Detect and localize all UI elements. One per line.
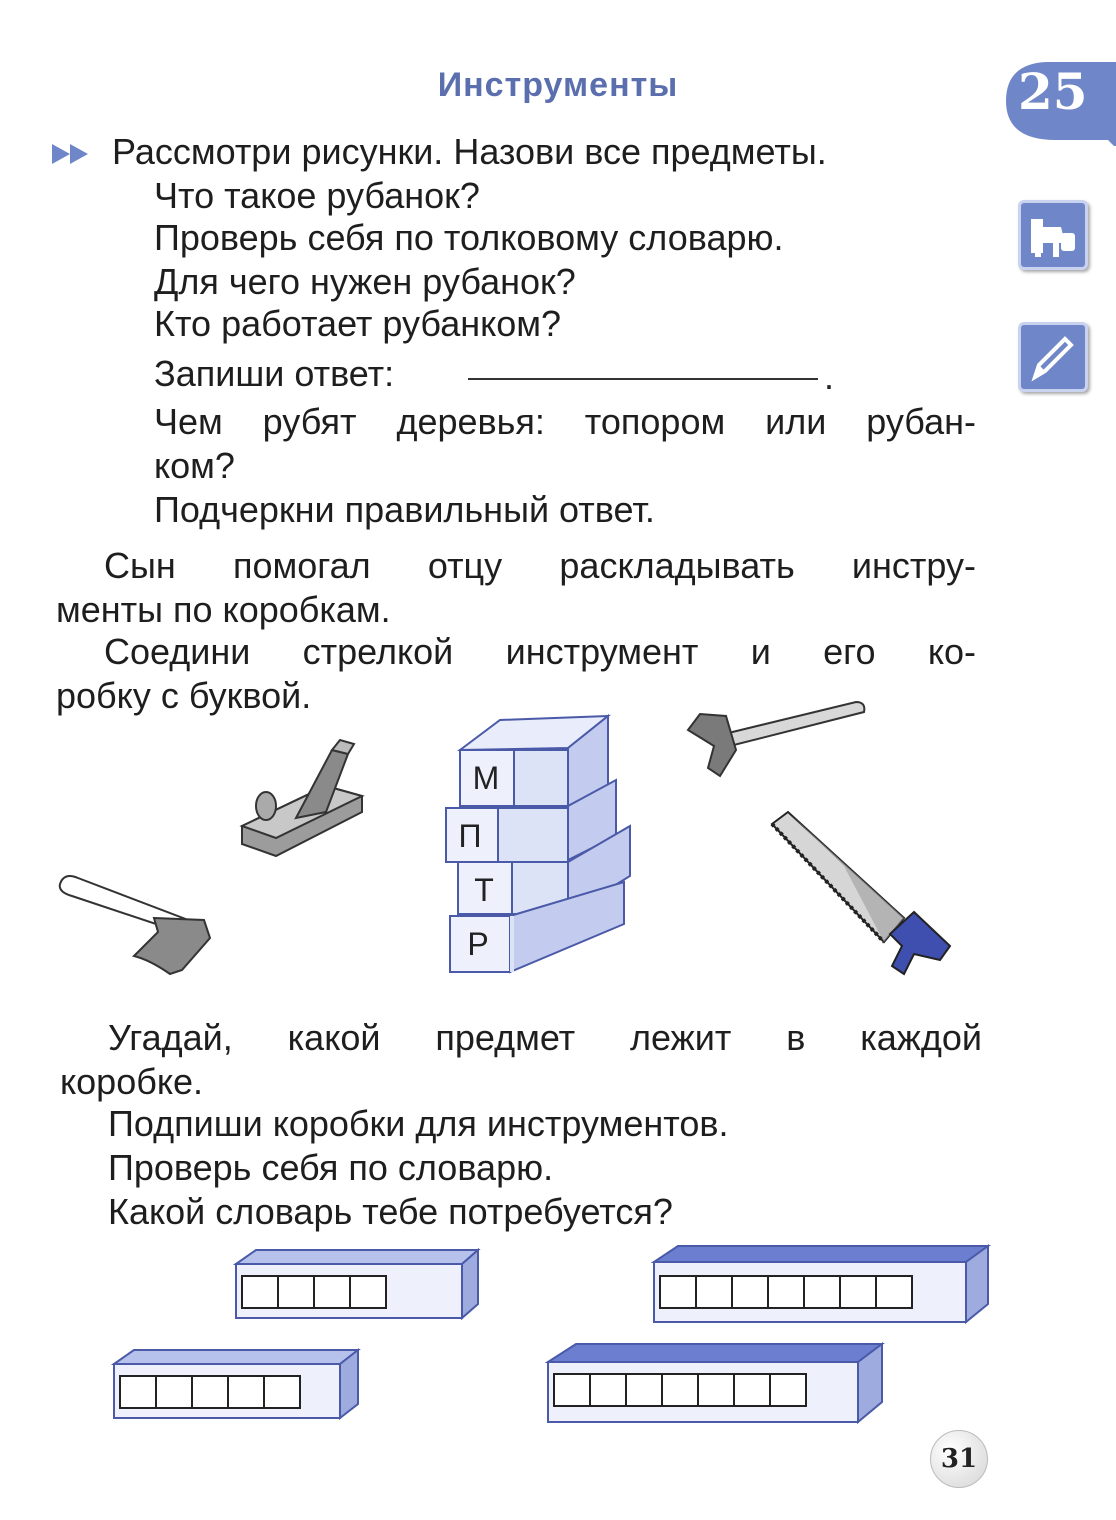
stack-letter-r: Р xyxy=(467,926,489,962)
box-stack xyxy=(445,713,631,974)
double-arrow-icon xyxy=(52,144,88,164)
task2-line-4: робку с буквой. xyxy=(56,675,312,716)
stack-box-m xyxy=(456,713,611,808)
stack-box-r xyxy=(449,880,625,974)
task1-line-5: Кто работает рубанком? xyxy=(154,303,562,344)
lesson-tab-shape xyxy=(1006,62,1116,148)
task1-line-1: Рассмотри рисунки. Назови все предметы. xyxy=(112,131,827,172)
task1-line-9: Подчеркни правильный ответ. xyxy=(154,489,655,530)
task1-line-4: Для чего нужен рубанок? xyxy=(154,261,576,302)
axe-icon xyxy=(58,875,212,976)
stack-box-t xyxy=(457,824,631,916)
stack-letter-t: Т xyxy=(474,872,494,908)
task2-line-3: Соедини стрелкой инструмент и его ко- xyxy=(104,631,976,672)
task1-line-2: Что такое рубанок? xyxy=(154,175,480,216)
letter-box-1 xyxy=(232,1247,481,1321)
task3-line-4: Проверь себя по словарю. xyxy=(108,1147,554,1188)
letter-box-4 xyxy=(544,1342,885,1425)
stack-letter-m: М xyxy=(472,760,500,796)
page-title: Инструменты xyxy=(437,66,679,104)
answer-line[interactable] xyxy=(468,378,818,380)
hammer-icon xyxy=(686,700,866,778)
lesson-number-badge: 25 xyxy=(996,56,1116,148)
pencil-icon xyxy=(1018,322,1088,392)
task3-line-3: Подпиши коробки для инструментов. xyxy=(108,1103,729,1144)
stack-box-p xyxy=(445,778,617,863)
letter-box-3 xyxy=(110,1347,361,1421)
task3-line-2: коробке. xyxy=(60,1061,204,1102)
task3-line-5: Какой словарь тебе потребуется? xyxy=(108,1191,673,1232)
stack-letter-p: П xyxy=(458,818,482,854)
task3-line-1: Угадай, какой предмет лежит в каждой xyxy=(108,1017,982,1058)
page-number: 31 xyxy=(930,1430,988,1488)
task2-line-2: менты по коробкам. xyxy=(56,589,391,630)
task1-line-7: Чем рубят деревья: топором или рубан- xyxy=(154,401,976,442)
task1-line-8: ком? xyxy=(154,445,235,486)
task1-line-6: Запиши ответ: xyxy=(154,353,395,394)
saw-icon xyxy=(770,810,952,976)
task1-line-3: Проверь себя по толковому словарю. xyxy=(154,217,784,258)
answer-period: . xyxy=(824,356,835,397)
lesson-number: 25 xyxy=(1018,62,1088,121)
task2-line-1: Сын помогал отцу раскладывать инстру- xyxy=(104,545,976,586)
book-icon xyxy=(1018,200,1088,270)
plane-icon xyxy=(239,738,365,858)
letter-box-2 xyxy=(650,1244,992,1325)
